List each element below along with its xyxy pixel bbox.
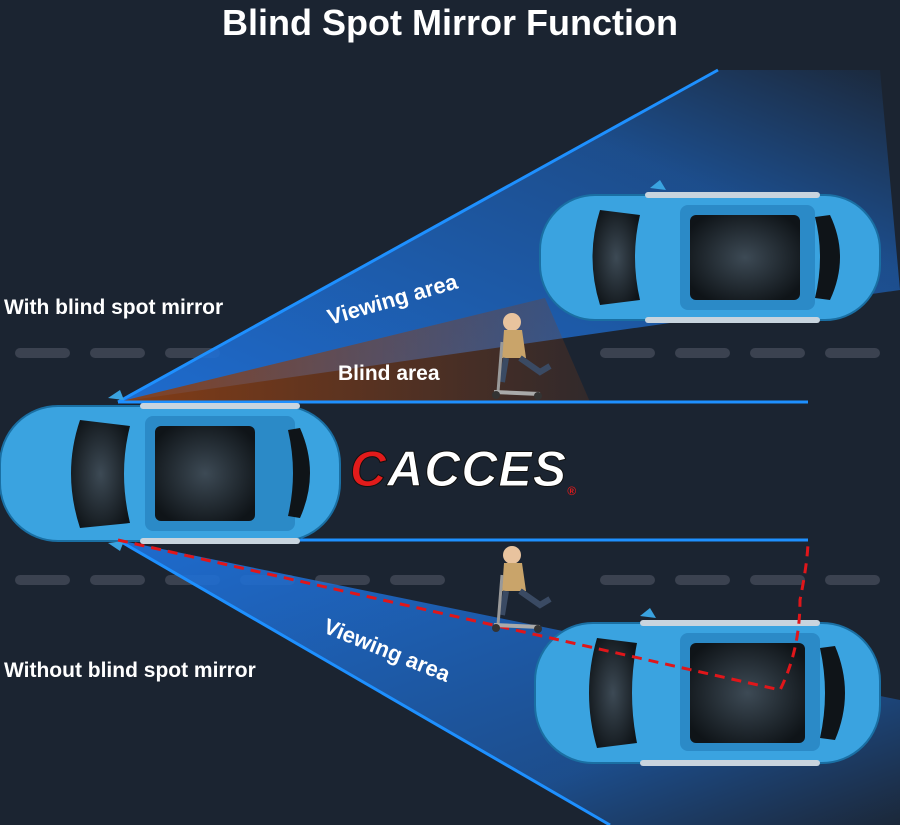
blind-area-cone bbox=[118, 298, 590, 402]
scooter-rider-icon bbox=[492, 546, 552, 633]
viewing-cone-edge-bottom bbox=[117, 538, 611, 825]
car-icon bbox=[534, 608, 881, 766]
viewing-cone-edge-top bbox=[117, 68, 719, 404]
with-mirror-label: With blind spot mirror bbox=[4, 296, 224, 319]
viewing-area-cone-top bbox=[118, 70, 900, 402]
car-icon bbox=[539, 180, 881, 323]
car-icon bbox=[0, 390, 341, 551]
brand-logo: CACCES® bbox=[349, 441, 577, 499]
blind-area-label: Blind area bbox=[338, 362, 440, 385]
without-mirror-label: Without blind spot mirror bbox=[4, 659, 256, 682]
page-title: Blind Spot Mirror Function bbox=[222, 2, 678, 43]
scooter-rider-icon bbox=[492, 313, 552, 400]
star-icon: C bbox=[349, 441, 388, 498]
obstructed-sightline bbox=[117, 538, 810, 692]
